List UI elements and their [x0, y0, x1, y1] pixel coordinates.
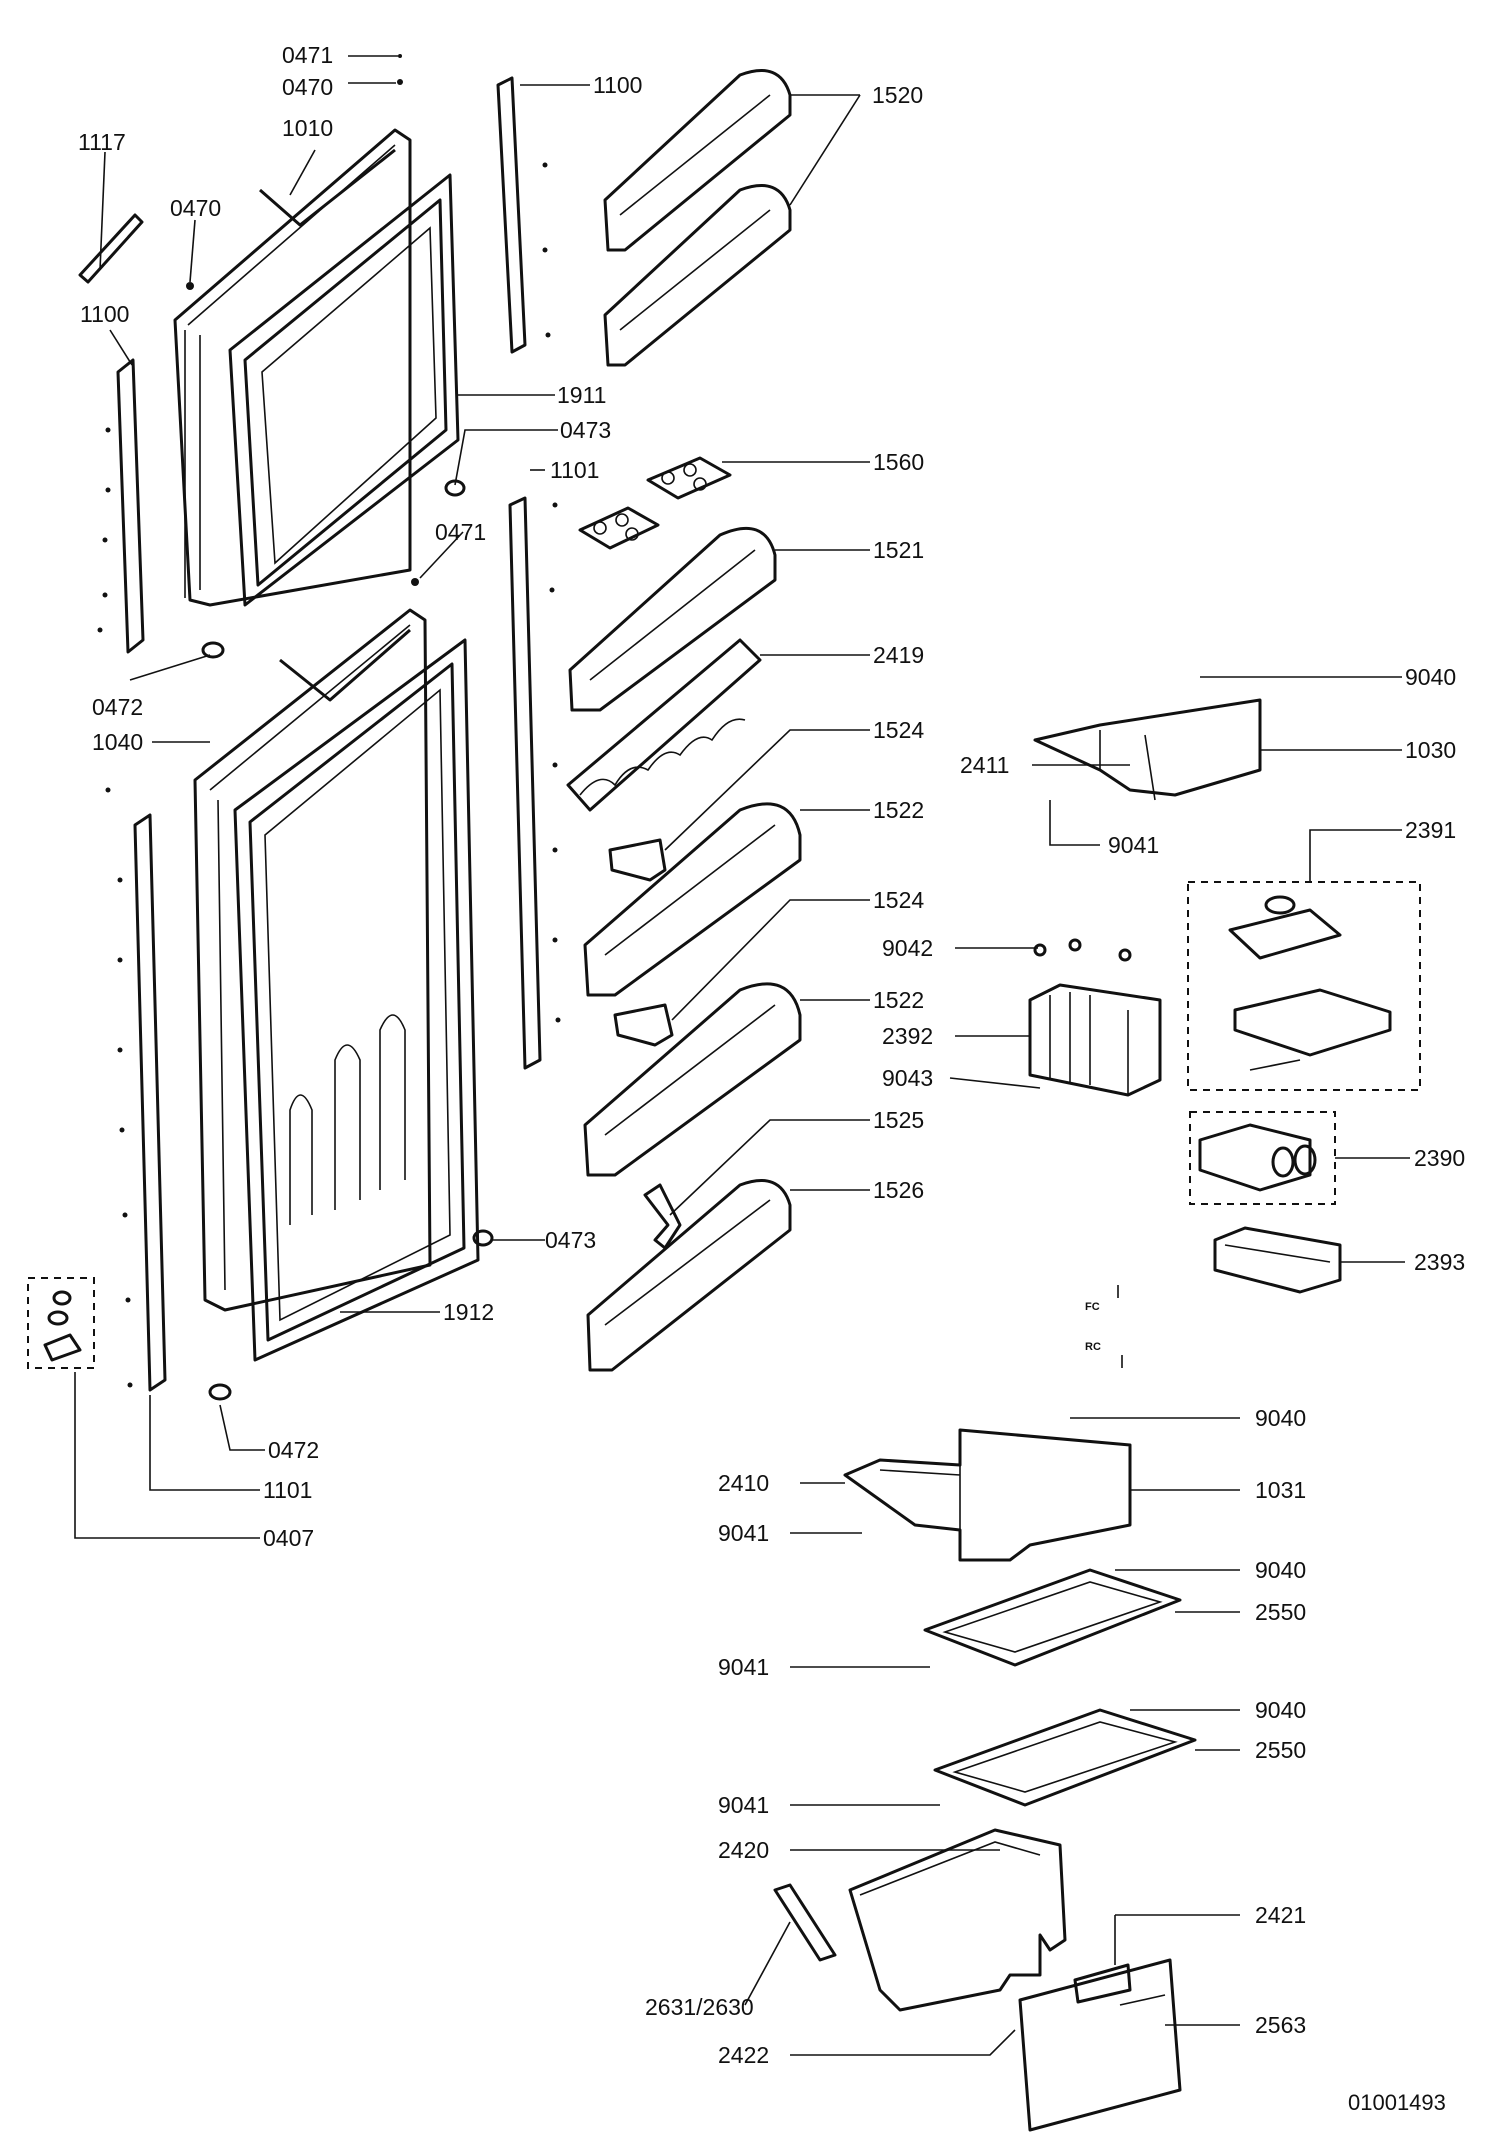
label-0471: 0471: [282, 42, 333, 68]
fc-rc-markers: FC RC: [1085, 1285, 1123, 1368]
part-2550-shelf-upper: [923, 1568, 1182, 1667]
label-2411: 2411: [960, 752, 1009, 778]
label-2422: 2422: [718, 2042, 769, 2068]
label-1117: 1117: [78, 129, 126, 155]
part-1117-handle: [78, 213, 144, 284]
part-2550-shelf-lower: [933, 1708, 1197, 1807]
part-2419-bottle-rack: [566, 638, 762, 812]
label-2550: 2550: [1255, 1737, 1306, 1763]
label-9040: 9040: [1405, 664, 1456, 690]
label-1522: 1522: [873, 797, 924, 823]
label-2390: 2390: [1414, 1145, 1465, 1171]
label-0470: 0470: [282, 74, 333, 100]
part-2390-ice-tray: [1189, 1111, 1336, 1205]
part-2393-ice-bin: [1213, 1226, 1342, 1294]
label-9040: 9040: [1255, 1697, 1306, 1723]
label-1912: 1912: [443, 1299, 494, 1325]
label-1030: 1030: [1405, 737, 1456, 763]
fc-marker: FC: [1085, 1301, 1100, 1313]
drawing-code: 01001493: [1348, 2090, 1446, 2115]
label-0473: 0473: [560, 417, 611, 443]
label-0407: 0407: [263, 1525, 314, 1551]
label-9043: 9043: [882, 1065, 933, 1091]
part-0470-0471-small-parts: [186, 54, 419, 586]
label-0471: 0471: [435, 519, 486, 545]
part-1520-balcony-upper-b: [603, 184, 792, 367]
label-1525: 1525: [873, 1107, 924, 1133]
label-2392: 2392: [882, 1023, 933, 1049]
part-1101-hinge-strip-left-lower: [133, 813, 167, 1392]
leader-lines: [74, 55, 1410, 2056]
part-1520-balcony-upper-a: [603, 69, 792, 252]
label-1031: 1031: [1255, 1477, 1306, 1503]
label-1524: 1524: [873, 887, 924, 913]
label-2550: 2550: [1255, 1599, 1306, 1625]
label-1100: 1100: [80, 301, 129, 327]
label-9042: 9042: [882, 935, 933, 961]
label-2410: 2410: [718, 1470, 769, 1496]
part-1525-clip: [643, 1183, 682, 1250]
label-9040: 9040: [1255, 1405, 1306, 1431]
label-2419: 2419: [873, 642, 924, 668]
label-2631-2630: 2631/2630: [645, 1994, 754, 2020]
part-1100-hinge-strip-left: [116, 358, 145, 654]
label-9040: 9040: [1255, 1557, 1306, 1583]
label-2420: 2420: [718, 1837, 769, 1863]
part-2391-ice-maker-kit: [1187, 881, 1421, 1091]
part-1524-divider-upper: [608, 838, 667, 882]
part-1524-divider-lower: [613, 1003, 674, 1047]
part-1522-balcony-upper: [583, 802, 802, 997]
part-0473-hinge-pin-lower: [472, 1229, 494, 1247]
part-2392-ice-box: [1028, 938, 1162, 1097]
label-9041: 9041: [718, 1654, 769, 1680]
part-0472-hinge-pin-upper: [201, 641, 225, 659]
label-2563: 2563: [1255, 2012, 1306, 2038]
part-1522-balcony-lower: [583, 982, 802, 1177]
part-1521-balcony: [568, 526, 777, 712]
part-0407-accessory-kit: [27, 1277, 95, 1369]
label-1521: 1521: [873, 537, 924, 563]
label-0472: 0472: [268, 1437, 319, 1463]
part-1100-hinge-strip-top: [496, 76, 527, 354]
part-1911-freezer-door-gasket: [228, 173, 460, 607]
label-1040: 1040: [92, 729, 143, 755]
screw-marks: [97, 162, 561, 1388]
part-1010-freezer-door: [173, 128, 412, 607]
label-1010: 1010: [282, 115, 333, 141]
label-1101: 1101: [263, 1477, 312, 1503]
label-9041: 9041: [718, 1792, 769, 1818]
label-1520: 1520: [872, 82, 923, 108]
part-labels: 0471 0470 1117 1010 0470 1100 1100 1911 …: [78, 42, 1465, 2115]
label-1101: 1101: [550, 457, 599, 483]
label-9041: 9041: [718, 1520, 769, 1546]
part-2563-crisper-front: [1018, 1958, 1182, 2132]
part-2420-crisper-drawer: [848, 1828, 1067, 2012]
rc-marker: RC: [1085, 1341, 1101, 1353]
label-0470: 0470: [170, 195, 221, 221]
part-1912-fridge-door-gasket: [233, 638, 480, 1362]
label-2421: 2421: [1255, 1902, 1306, 1928]
label-2393: 2393: [1414, 1249, 1465, 1275]
label-1560: 1560: [873, 449, 924, 475]
part-1101-hinge-strip-mid: [508, 496, 542, 1070]
part-1526-balcony-bottom: [586, 1179, 792, 1372]
part-2421-handle: [1073, 1963, 1132, 2004]
part-2631-2630-rail: [773, 1883, 837, 1962]
part-1560-egg-tray: [578, 456, 732, 550]
label-9041: 9041: [1108, 832, 1159, 858]
label-2391: 2391: [1405, 817, 1456, 843]
label-0473: 0473: [545, 1227, 596, 1253]
part-1030-drawer-upper: [1033, 698, 1262, 801]
part-0472-hinge-pin-lower: [208, 1383, 232, 1401]
label-1100: 1100: [593, 72, 642, 98]
label-1522: 1522: [873, 987, 924, 1013]
label-0472: 0472: [92, 694, 143, 720]
label-1526: 1526: [873, 1177, 924, 1203]
label-1524: 1524: [873, 717, 924, 743]
label-1911: 1911: [557, 382, 606, 408]
part-1031-drawer-lower: [843, 1428, 1132, 1562]
